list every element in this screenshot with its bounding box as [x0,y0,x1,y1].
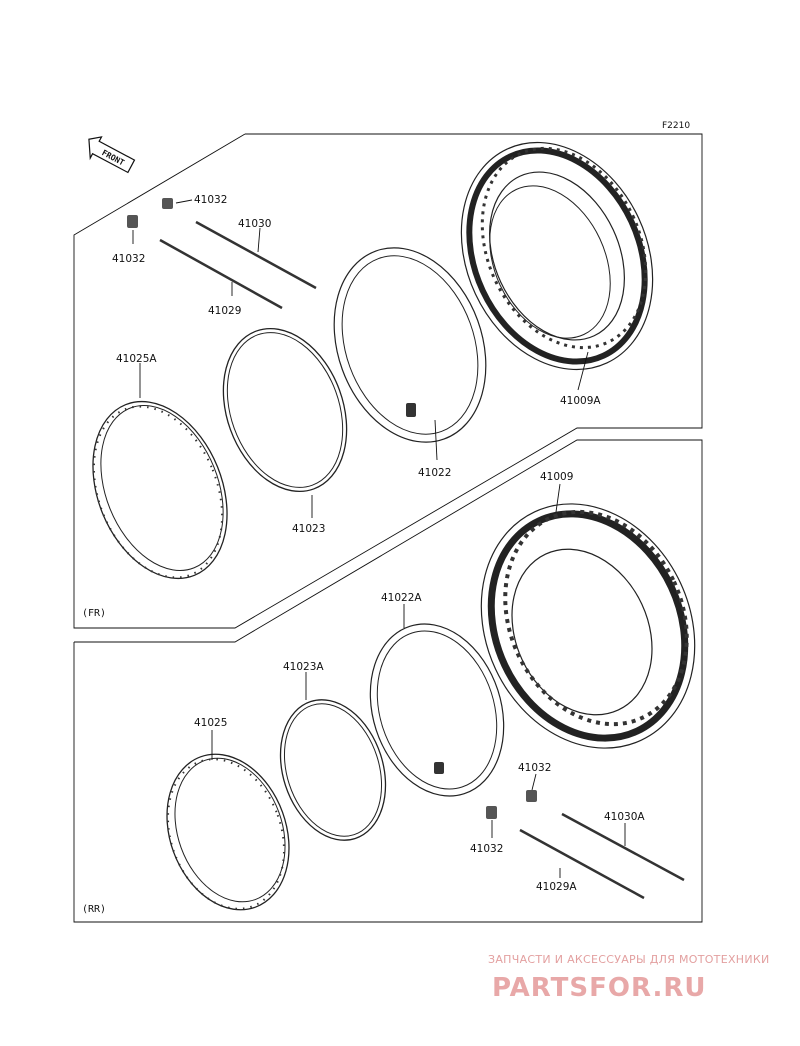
label-41032-b: 41032 [112,253,145,265]
front-arrow-icon: FRONT [88,136,136,174]
front-rim [92,400,228,580]
label-41032-c: 41032 [518,762,551,774]
front-rim-band [222,327,348,493]
label-41030A: 41030A [604,811,645,823]
label-41023: 41023 [292,523,325,535]
rear-tire [480,503,696,749]
rear-nipple-b [486,806,497,819]
label-41022A: 41022A [381,592,422,604]
label-41032-d: 41032 [470,843,503,855]
label-41009A: 41009A [560,395,601,407]
rear-tube [369,623,505,797]
rear-panel-border [73,439,703,923]
rear-rim-band [279,699,387,841]
front-tire [460,141,654,371]
label-41009: 41009 [540,471,573,483]
front-panel-border [73,133,703,629]
diagram-code: F2210 [662,121,690,131]
section-front: (FR) [82,608,106,619]
label-41029: 41029 [208,305,241,317]
label-41023A: 41023A [283,661,324,673]
label-41022: 41022 [418,467,451,479]
watermark-tagline: ЗАПЧАСТИ И АКСЕССУАРЫ ДЛЯ МОТОТЕХНИКИ [488,953,770,966]
rear-nipple-a [526,790,537,802]
front-spoke-41029 [159,238,283,310]
label-41025A: 41025A [116,353,157,365]
rear-rim [166,753,290,911]
front-nipple-b [127,215,138,228]
section-rear: (RR) [82,904,106,915]
label-41029A: 41029A [536,881,577,893]
label-41025: 41025 [194,717,227,729]
label-41032-a: 41032 [194,194,227,206]
front-tube [333,247,487,443]
front-nipple-a [162,198,173,209]
rear-spoke-41030A [561,812,685,882]
label-41030: 41030 [238,218,271,230]
rear-spoke-41029A [519,828,645,900]
watermark-logo: PARTSFOR.RU [492,973,706,1003]
front-spoke-41030 [195,220,317,290]
